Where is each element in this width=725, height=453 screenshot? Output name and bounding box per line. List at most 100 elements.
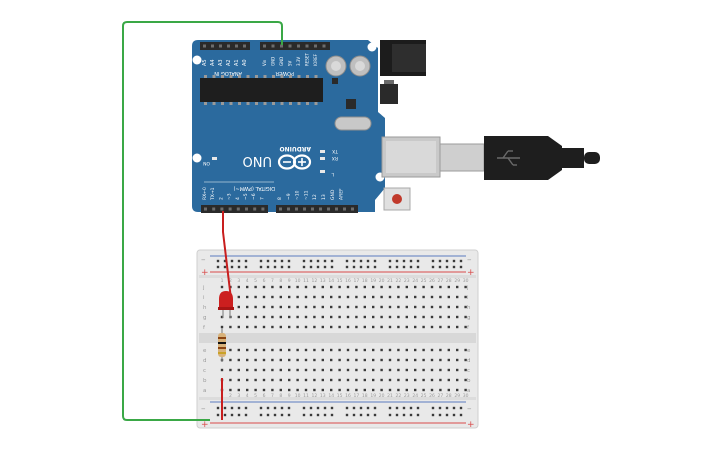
breadboard-hole[interactable] <box>346 295 350 299</box>
breadboard-hole[interactable] <box>447 285 450 289</box>
breadboard-hole[interactable] <box>279 315 282 319</box>
breadboard-hole[interactable] <box>397 348 400 352</box>
breadboard-hole[interactable] <box>321 285 324 289</box>
breadboard-hole[interactable] <box>230 265 234 269</box>
breadboard-hole[interactable] <box>452 413 456 417</box>
breadboard-hole[interactable] <box>296 388 299 392</box>
breadboard-hole[interactable] <box>366 265 370 269</box>
breadboard-hole[interactable] <box>321 368 324 372</box>
header-pin[interactable] <box>219 44 222 48</box>
breadboard-hole[interactable] <box>346 315 350 319</box>
breadboard-hole[interactable] <box>280 259 284 263</box>
breadboard-hole[interactable] <box>321 358 324 362</box>
breadboard-hole[interactable] <box>288 348 291 352</box>
breadboard-hole[interactable] <box>430 378 434 382</box>
breadboard-hole[interactable] <box>447 348 450 352</box>
header-pin[interactable] <box>303 207 306 211</box>
breadboard-hole[interactable] <box>313 378 316 382</box>
breadboard-hole[interactable] <box>330 358 333 362</box>
breadboard-hole[interactable] <box>288 315 291 319</box>
breadboard-hole[interactable] <box>338 348 341 352</box>
breadboard-hole[interactable] <box>414 348 417 352</box>
breadboard-hole[interactable] <box>430 315 434 319</box>
header-pin[interactable] <box>253 207 257 211</box>
breadboard-hole[interactable] <box>459 259 463 263</box>
breadboard-hole[interactable] <box>397 378 400 382</box>
breadboard-hole[interactable] <box>380 368 383 372</box>
breadboard-hole[interactable] <box>445 406 449 410</box>
breadboard-hole[interactable] <box>237 358 240 362</box>
header-pin[interactable] <box>204 207 207 211</box>
breadboard-hole[interactable] <box>464 378 467 382</box>
breadboard-hole[interactable] <box>456 378 459 382</box>
breadboard-hole[interactable] <box>246 358 249 362</box>
breadboard-hole[interactable] <box>316 265 320 269</box>
breadboard-hole[interactable] <box>464 305 467 309</box>
breadboard-hole[interactable] <box>338 285 341 289</box>
breadboard-hole[interactable] <box>414 285 417 289</box>
breadboard-hole[interactable] <box>266 259 270 263</box>
breadboard-hole[interactable] <box>296 348 299 352</box>
breadboard-hole[interactable] <box>330 348 333 352</box>
breadboard-hole[interactable] <box>302 265 306 269</box>
power-header[interactable] <box>260 42 330 50</box>
breadboard-hole[interactable] <box>345 413 349 417</box>
breadboard-hole[interactable] <box>338 325 341 329</box>
breadboard-hole[interactable] <box>363 305 366 309</box>
breadboard-hole[interactable] <box>366 406 370 410</box>
breadboard-hole[interactable] <box>438 265 442 269</box>
breadboard-hole[interactable] <box>447 295 450 299</box>
breadboard-hole[interactable] <box>439 315 442 319</box>
breadboard-hole[interactable] <box>409 406 413 410</box>
breadboard-hole[interactable] <box>366 413 370 417</box>
breadboard-hole[interactable] <box>373 406 377 410</box>
breadboard-hole[interactable] <box>346 378 350 382</box>
breadboard-hole[interactable] <box>321 348 324 352</box>
header-pin[interactable] <box>263 44 266 48</box>
breadboard-hole[interactable] <box>262 348 266 352</box>
breadboard-hole[interactable] <box>321 305 324 309</box>
breadboard-hole[interactable] <box>271 315 274 319</box>
breadboard-hole[interactable] <box>323 413 327 417</box>
breadboard-hole[interactable] <box>313 348 316 352</box>
breadboard-hole[interactable] <box>355 348 358 352</box>
header-pin[interactable] <box>343 207 346 211</box>
breadboard-hole[interactable] <box>216 259 220 263</box>
breadboard-hole[interactable] <box>459 265 463 269</box>
breadboard-hole[interactable] <box>363 315 366 319</box>
breadboard-hole[interactable] <box>321 378 324 382</box>
breadboard-hole[interactable] <box>271 378 274 382</box>
breadboard-hole[interactable] <box>244 259 248 263</box>
breadboard-hole[interactable] <box>345 265 349 269</box>
breadboard-hole[interactable] <box>288 368 291 372</box>
header-pin[interactable] <box>335 207 338 211</box>
breadboard-hole[interactable] <box>237 388 240 392</box>
breadboard-hole[interactable] <box>304 285 308 289</box>
breadboard-hole[interactable] <box>372 378 375 382</box>
breadboard-hole[interactable] <box>316 259 320 263</box>
header-pin[interactable] <box>228 207 232 211</box>
breadboard-hole[interactable] <box>296 295 299 299</box>
breadboard-hole[interactable] <box>397 295 400 299</box>
breadboard-hole[interactable] <box>373 265 377 269</box>
breadboard-hole[interactable] <box>422 285 425 289</box>
analog-header[interactable] <box>200 42 250 50</box>
breadboard-hole[interactable] <box>246 348 249 352</box>
header-pin[interactable] <box>322 44 326 48</box>
breadboard-hole[interactable] <box>338 388 341 392</box>
header-pin[interactable] <box>351 207 354 211</box>
breadboard-hole[interactable] <box>254 295 257 299</box>
breadboard-hole[interactable] <box>237 259 241 263</box>
breadboard-hole[interactable] <box>237 295 240 299</box>
breadboard-hole[interactable] <box>459 413 463 417</box>
breadboard-hole[interactable] <box>254 315 257 319</box>
breadboard-hole[interactable] <box>430 358 434 362</box>
breadboard-hole[interactable] <box>338 305 341 309</box>
breadboard-hole[interactable] <box>363 358 366 362</box>
breadboard-hole[interactable] <box>352 265 356 269</box>
breadboard-hole[interactable] <box>405 285 408 289</box>
breadboard-hole[interactable] <box>363 368 366 372</box>
breadboard-hole[interactable] <box>409 265 413 269</box>
ground-wire[interactable] <box>122 21 283 421</box>
